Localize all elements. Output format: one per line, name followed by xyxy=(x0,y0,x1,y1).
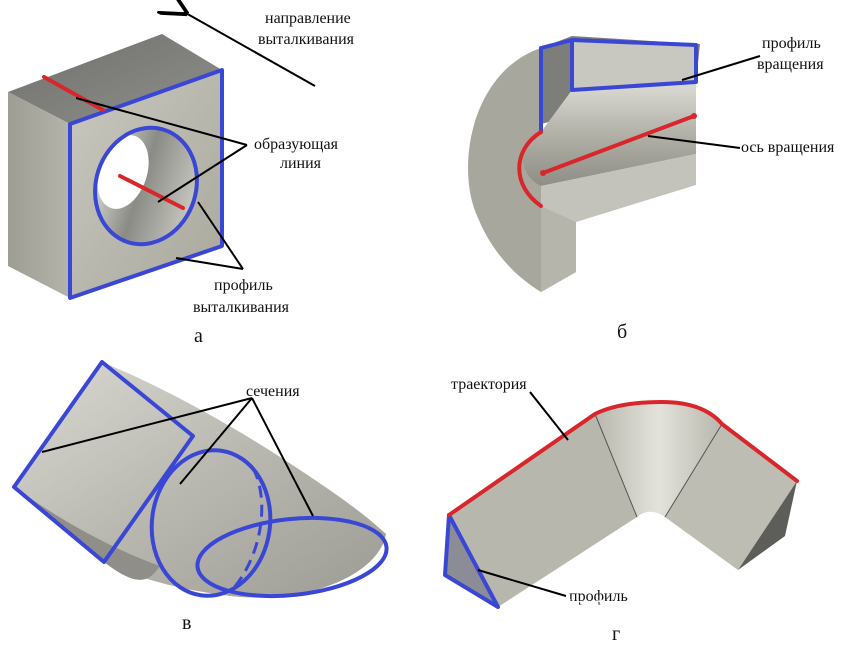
loft-section-2-edge xyxy=(101,360,196,563)
generator-leaders xyxy=(75,97,248,203)
direction-arrow xyxy=(184,12,316,87)
trajectory-leader xyxy=(529,391,569,441)
loft-section-4-edge xyxy=(195,515,389,599)
sweep-profile-label: профиль xyxy=(569,588,628,605)
panel-b-caption: б xyxy=(617,321,627,343)
sections-leaders xyxy=(41,397,314,517)
revolved-lower-face xyxy=(541,154,696,222)
loft-body xyxy=(14,362,386,598)
sweep-face-divider-1 xyxy=(594,413,638,518)
generator-label-line1: образующая xyxy=(254,136,339,153)
block-top-face xyxy=(8,34,222,124)
panel-a-caption: а xyxy=(194,325,203,347)
revolve-profile-label-line1: профиль xyxy=(762,35,821,52)
revolve-axis-label: ось вращения xyxy=(741,139,835,156)
axis-end-dot-left xyxy=(540,170,546,176)
sweep-right-face xyxy=(665,424,797,570)
revolved-upper-face xyxy=(572,40,696,90)
revolve-axis-leader xyxy=(647,135,741,149)
hole-back-opening xyxy=(97,135,149,209)
generator-label-line2: линия xyxy=(280,155,322,172)
sweep-profile-edge xyxy=(443,513,500,609)
revolve-profile-label-line2: вращения xyxy=(757,56,824,73)
loft-section-3-hidden xyxy=(230,467,264,591)
panel-v-loft: сечения в xyxy=(12,360,389,634)
direction-label-line2: выталкивания xyxy=(258,31,355,48)
revolved-cut-face xyxy=(541,206,576,292)
profile-leaders xyxy=(175,201,244,270)
watermark: 知乎 @Jianhongwei810 xyxy=(566,598,803,622)
extrusion-profile-edge xyxy=(68,68,224,300)
direction-label-line1: направление xyxy=(265,10,351,27)
sweep-bend-face xyxy=(595,402,722,517)
revolved-inner-bore xyxy=(522,82,696,186)
revolve-profile-leader xyxy=(681,55,761,81)
sweep-end-face xyxy=(738,481,797,570)
block-left-face xyxy=(8,92,70,298)
loft-shadow-band xyxy=(14,487,160,580)
sections-label: сечения xyxy=(246,383,300,400)
sweep-trajectory xyxy=(447,399,799,517)
trajectory-label: траектория xyxy=(451,376,527,393)
profile-label-line1: профиль xyxy=(214,277,273,294)
sweep-profile-leader xyxy=(477,569,567,597)
sweep-left-face xyxy=(449,414,637,607)
generator-line-hole xyxy=(118,174,185,210)
revolve-axis-line xyxy=(541,114,696,175)
panel-v-caption: в xyxy=(182,612,191,634)
revolve-cut-arc xyxy=(517,130,543,208)
axis-end-dot-right xyxy=(691,113,697,119)
panel-g-caption: г xyxy=(612,623,620,645)
hole-profile-edge xyxy=(93,125,199,247)
profile-label-line2: выталкивания xyxy=(193,299,290,316)
revolve-profile-edge xyxy=(539,38,698,134)
panel-b-revolve: профиль вращения ось вращения б xyxy=(468,35,835,343)
sweep-face-divider-2 xyxy=(664,423,723,518)
panel-a-extrusion: направление выталкивания образующая лини… xyxy=(8,10,355,347)
generator-line-top xyxy=(42,75,105,112)
loft-section-3-edge xyxy=(149,448,273,598)
panel-g-sweep: траектория профиль г xyxy=(443,376,799,645)
